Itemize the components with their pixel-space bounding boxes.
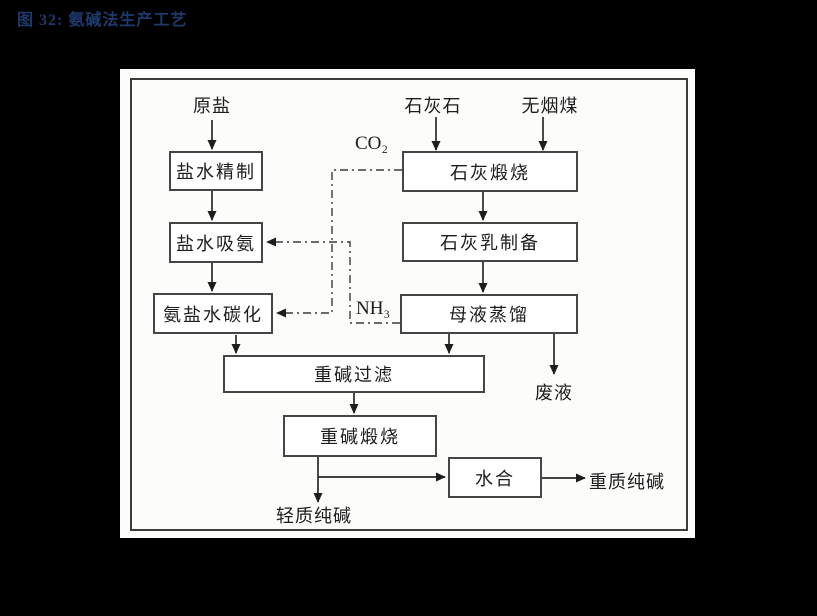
- label-anthracite: 无烟煤: [521, 96, 579, 116]
- label-co2: CO₂: [355, 133, 389, 154]
- label-light-soda-ash: 轻质纯碱: [276, 506, 352, 526]
- solid-flow-arrows: [207, 117, 586, 503]
- node-crude-bicarbonate-filtration: 重碱过滤: [223, 355, 485, 393]
- label-raw-salt: 原盐: [193, 96, 231, 116]
- node-mother-liquor-distillation: 母液蒸馏: [400, 294, 578, 334]
- label-dense-soda-ash: 重质纯碱: [589, 472, 665, 492]
- node-brine-ammoniation: 盐水吸氨: [169, 222, 263, 263]
- node-hydration: 水合: [448, 457, 542, 498]
- node-lime-calcination: 石灰煅烧: [402, 151, 578, 192]
- label-limestone: 石灰石: [404, 96, 462, 116]
- recycle-lines: [266, 169, 402, 324]
- label-waste-liquid: 废液: [535, 383, 573, 403]
- label-nh3: NH₃: [356, 298, 391, 319]
- co2-recycle-line: [276, 169, 402, 318]
- node-lime-milk-preparation: 石灰乳制备: [402, 222, 578, 262]
- diagram-frame: [130, 78, 688, 531]
- node-brine-refining: 盐水精制: [169, 151, 263, 191]
- nh3-recycle-line: [266, 237, 400, 324]
- node-ammoniated-brine-carbonation: 氨盐水碳化: [153, 293, 273, 334]
- node-crude-bicarbonate-calcination: 重碱煅烧: [283, 415, 437, 457]
- figure-title: 图 32: 氨碱法生产工艺: [17, 12, 188, 29]
